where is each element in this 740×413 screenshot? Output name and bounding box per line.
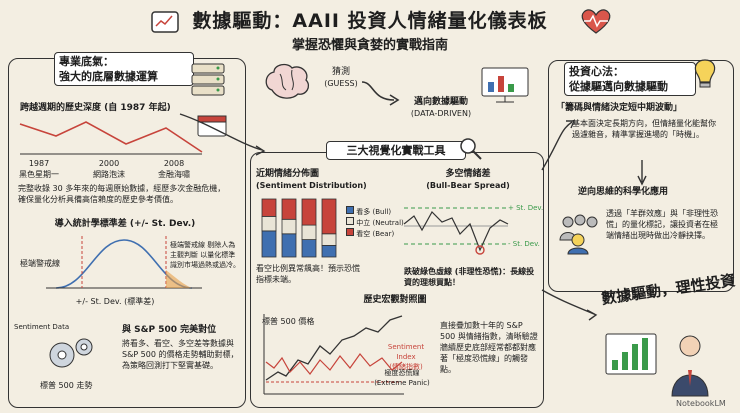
brand-watermark: NotebookLM: [676, 399, 726, 408]
gears-icon: [49, 338, 93, 368]
history-overlay-chart: [263, 314, 404, 395]
dist-bar-segment: [321, 198, 337, 235]
guess-label: 猜測(GUESS): [324, 67, 358, 88]
spread-title: 多空情緒差 (Bull-Bear Spread): [426, 169, 510, 190]
history-chart-text: 直接疊加數十年的 S&P 500 與情緒指數，清晰驗證牆續歷史底部經常都都對應著…: [440, 321, 538, 374]
dist-bar-segment: [301, 198, 317, 226]
page-subtitle: 掌握恐懼與貪婪的實戰指南: [291, 38, 448, 53]
right-quote: 「籌碼與情緒決定短中期波動」: [556, 103, 683, 113]
investor-illustration: [605, 333, 709, 397]
heartbeat-icon: [581, 9, 611, 34]
std-left-label: 極端警戒線: [20, 259, 60, 268]
sentiment-distribution-chart: [261, 198, 337, 258]
history-timeline: [19, 121, 203, 155]
dist-bar-segment: [281, 198, 297, 220]
align-text: 將看多、看空、多空差等數據與 S&P 500 的價格走勢輔助對標，為策略回測打下…: [122, 339, 239, 370]
bell-curve-chart: [46, 236, 202, 289]
dist-title: 近期情緒分佈圖 (Sentiment Distribution): [256, 169, 367, 190]
dashboard-icon: [151, 11, 179, 33]
science-title: 逆向思維的科學化應用: [578, 187, 669, 197]
sp500-label: 標普 500 價格: [262, 317, 315, 326]
left-heading-line1: 專業底氣：: [59, 55, 114, 68]
dist-caption: 看空比例異常飆高！預示恐慌指標未端。: [256, 264, 360, 284]
right-heading-line1: 投資心法：: [569, 65, 624, 78]
tools-title: 三大視覺化實戰工具: [326, 141, 466, 160]
crowd-icon: [559, 214, 598, 255]
std-axis-label: +/- St. Dev. (標準差): [75, 297, 155, 306]
sentiment-data-label: Sentiment Data: [14, 323, 70, 331]
dist-legend: 看多 (Bull) 中立 (Neutral) 看空 (Bear): [346, 206, 406, 239]
server-icon: [191, 63, 225, 96]
right-heading-line2: 從據驅邁向數據驅動: [569, 80, 668, 93]
extreme-panic-label: 極度恐慌線(Extreme Panic): [374, 369, 430, 387]
bull-bear-spread-chart: [403, 207, 509, 255]
align-title: 與 S&P 500 完美對位: [122, 325, 217, 335]
history-chart-title: 歷史宏觀對照圖: [363, 295, 427, 305]
legend-neutral: 中立 (Neutral): [346, 217, 406, 228]
sentiment-index-label: Sentiment Index(情緒指數): [387, 343, 425, 371]
std-title: 導入統計學標準差 (+/- St. Dev.): [54, 219, 196, 229]
flow-arrow-icon: [361, 81, 400, 106]
history-title: 跨越週期的歷史深度 (自 1987 年起): [20, 103, 171, 113]
right-quote-text: 基本面決定長期方向，但情緒量化能幫你過濾雜音，精準掌握進場的「時機」。: [572, 119, 716, 139]
sp500-trend-label: 標普 500 走勢: [40, 381, 93, 390]
legend-bear: 看空 (Bear): [346, 228, 406, 239]
science-text: 透過「羊群效應」與「非理性恐慌」的量化標記，讓投資者在極端情緒出現時做出冷靜抉擇…: [606, 209, 718, 240]
monitor-chart-icon: [481, 67, 529, 103]
spread-cross-label: 跌破綠色虛線 (非理性恐慌)：長線投資的理想買點！: [404, 267, 535, 287]
lightbulb-icon: [694, 59, 716, 88]
history-text: 完整收錄 30 多年來的每週原始數據，經歷多次金融危機，確保量化分析具備高信賴度…: [18, 184, 226, 204]
dist-bar-segment: [261, 198, 277, 217]
page-title: 數據驅動：AAII 投資人情緒量化儀表板: [192, 10, 548, 32]
right-panel: [548, 60, 734, 292]
magnifier-icon: [460, 138, 482, 160]
right-heading: 投資心法： 從據驅邁向數據驅動: [564, 62, 696, 96]
left-heading: 專業底氣： 強大的底層數據運算: [54, 52, 194, 86]
spread-lower-label: - St. Dev.: [508, 240, 540, 248]
left-heading-line2: 強大的底層數據運算: [59, 70, 158, 83]
std-right-label: 極端警戒線 剔除人為主觀判斷 以量化標準識別市場過熱或過冷。: [170, 241, 240, 269]
data-driven-label: 邁向數據驅動(DATA-DRIVEN): [410, 97, 472, 118]
spread-upper-label: + St. Dev.: [508, 204, 544, 212]
legend-bull: 看多 (Bull): [346, 206, 406, 217]
brain-icon: [265, 63, 310, 99]
